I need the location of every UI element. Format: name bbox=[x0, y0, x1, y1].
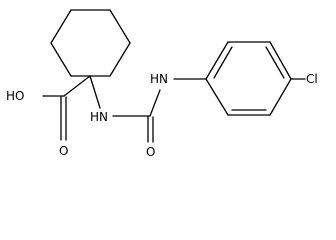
aromatic-bond bbox=[205, 78, 229, 116]
ring-bond bbox=[50, 42, 72, 77]
aromatic-bond bbox=[205, 41, 229, 80]
aromatic-bond bbox=[269, 41, 292, 80]
acid-carbonyl-oxygen-label: O bbox=[59, 144, 68, 158]
quaternary-to-amide-nitrogen-bond bbox=[89, 75, 101, 109]
cyclohexane-ring bbox=[50, 9, 131, 77]
benzene-ring bbox=[205, 41, 292, 116]
chlorine-label: Cl bbox=[306, 72, 318, 86]
ring-bond bbox=[109, 9, 131, 44]
urea-oxygen-label: O bbox=[146, 145, 155, 159]
chemical-structure-diagram: HO O HN O HN Cl bbox=[6, 9, 318, 159]
urea-carbon-to-nh-bond bbox=[149, 89, 161, 117]
hydroxyl-label: HO bbox=[6, 89, 24, 103]
amide-nh-left-label: HN bbox=[90, 110, 108, 124]
aromatic-double-bond bbox=[265, 46, 285, 79]
quaternary-to-acid-carbon-bond bbox=[63, 75, 91, 97]
urea-group: O HN bbox=[112, 72, 168, 159]
ring-bond bbox=[109, 42, 131, 77]
carboxylic-acid-group: HO O bbox=[6, 75, 91, 158]
aromatic-bond bbox=[269, 78, 292, 116]
amide-nh-right-label: HN bbox=[150, 72, 168, 86]
ring-bond bbox=[50, 9, 72, 44]
aromatic-double-bond bbox=[213, 46, 233, 79]
